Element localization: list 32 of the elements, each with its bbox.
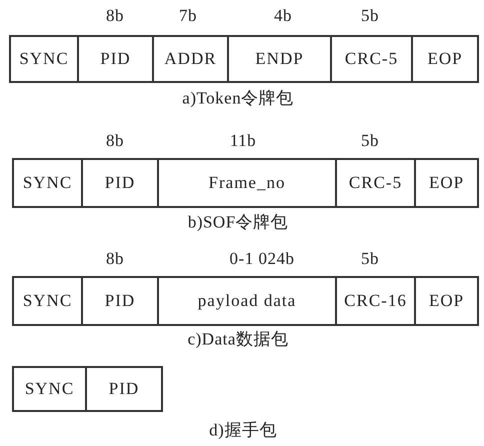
sync-field: SYNC: [12, 158, 83, 208]
pid-field: PID: [77, 35, 154, 83]
bit-width-label: 0-1 024b: [230, 249, 294, 269]
bit-width-label: 8b: [106, 249, 124, 269]
crc-field: CRC-5: [330, 35, 413, 83]
bit-width-label: 8b: [106, 131, 124, 151]
sync-field: SYNC: [9, 35, 79, 83]
bit-width-label: 4b: [274, 6, 292, 26]
address-field: ADDR: [152, 35, 229, 83]
endpoint-field: ENDP: [227, 35, 332, 83]
bit-width-label: 8b: [106, 6, 124, 26]
eop-field: EOP: [414, 276, 479, 326]
figure-caption: b)SOF令牌包: [188, 212, 288, 234]
eop-field: EOP: [411, 35, 479, 83]
figure-caption: c)Data数据包: [188, 328, 288, 350]
pid-field: PID: [85, 366, 163, 412]
sync-field: SYNC: [12, 276, 83, 326]
bit-width-label: 5b: [361, 6, 379, 26]
payload-field: payload data: [157, 276, 337, 326]
figure-caption: a)Token令牌包: [182, 88, 294, 110]
pid-field: PID: [81, 158, 159, 208]
bit-width-label: 7b: [179, 6, 197, 26]
bit-width-label: 5b: [361, 249, 379, 269]
crc-field: CRC-5: [335, 158, 416, 208]
figure-caption: d)握手包: [209, 420, 277, 442]
eop-field: EOP: [414, 158, 479, 208]
bit-width-label: 11b: [230, 131, 256, 151]
bit-width-label: 5b: [361, 131, 379, 151]
pid-field: PID: [81, 276, 159, 326]
crc-field: CRC-16: [335, 276, 416, 326]
sync-field: SYNC: [12, 366, 87, 412]
frame-number-field: Frame_no: [157, 158, 337, 208]
